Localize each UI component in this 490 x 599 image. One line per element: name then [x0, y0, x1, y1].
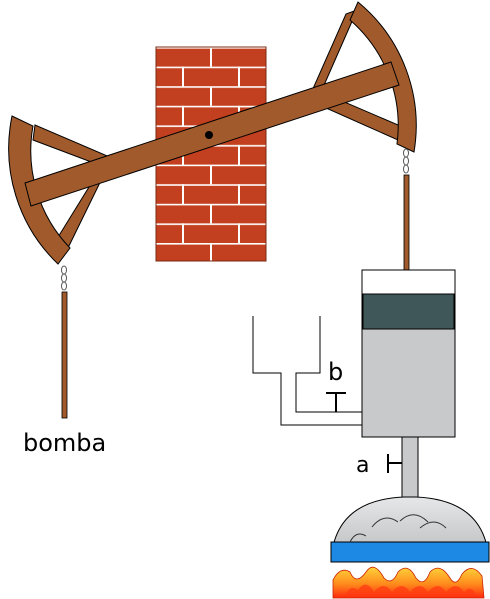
walking-beam [24, 61, 400, 207]
boiler [330, 496, 490, 563]
pump-rod-assembly [61, 265, 68, 419]
beam-pivot [205, 131, 213, 139]
valve-b-label: b [328, 358, 343, 386]
pump-label: bomba [23, 429, 106, 457]
fire-flames [332, 566, 485, 599]
valve-a [387, 454, 402, 473]
valve-b [326, 392, 346, 412]
piston [362, 293, 455, 330]
cylinder [361, 269, 456, 438]
steam-pipe [401, 436, 419, 500]
valve-a-label: a [356, 453, 369, 478]
water-tank [252, 316, 362, 426]
